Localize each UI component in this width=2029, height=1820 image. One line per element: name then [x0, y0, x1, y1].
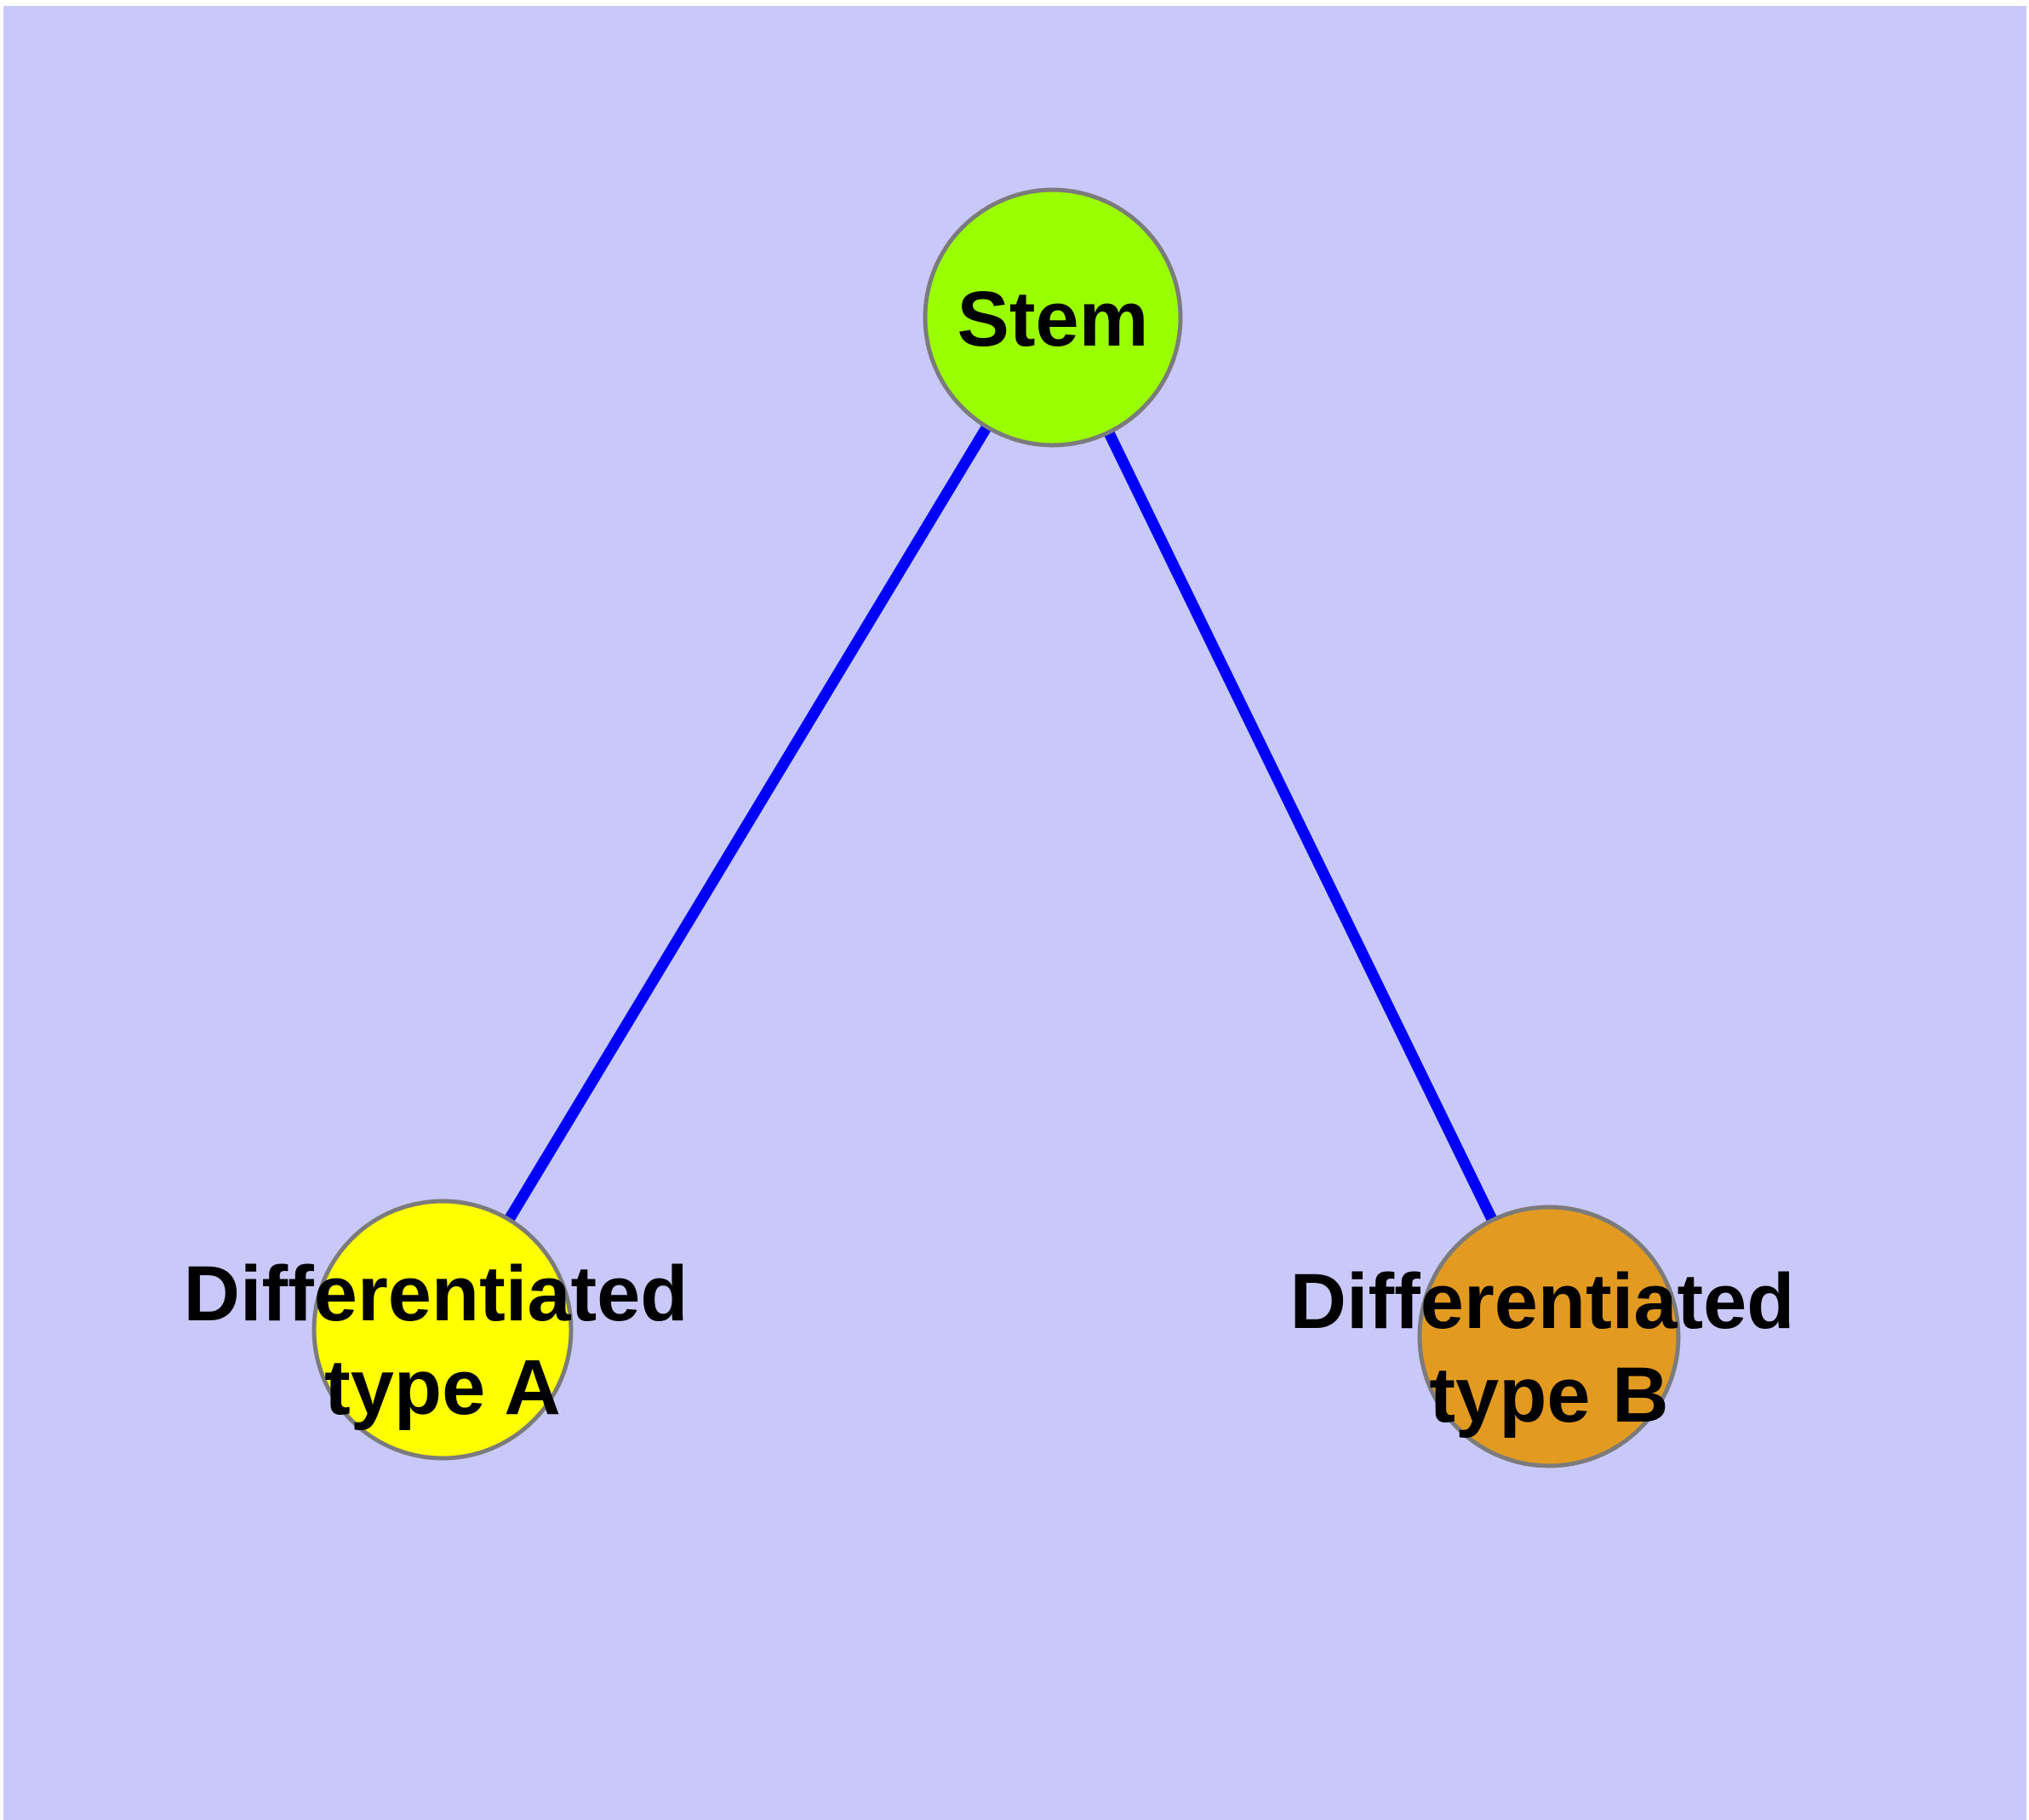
node-differentiated-type-b: [1417, 1205, 1681, 1468]
node-type-b-label-line2: type B: [1429, 1352, 1668, 1439]
node-type-a-label-line1: Differentiated: [184, 1251, 689, 1337]
node-stem: [923, 187, 1183, 448]
node-differentiated-type-a: [311, 1199, 574, 1461]
edge-stem-to-type-a: [437, 314, 1058, 1333]
node-stem-label: Stem: [957, 276, 1149, 363]
edge-stem-to-type-b: [1048, 315, 1554, 1339]
node-type-a-label-line2: type A: [324, 1344, 561, 1431]
node-type-b-label-line1: Differentiated: [1290, 1258, 1795, 1345]
